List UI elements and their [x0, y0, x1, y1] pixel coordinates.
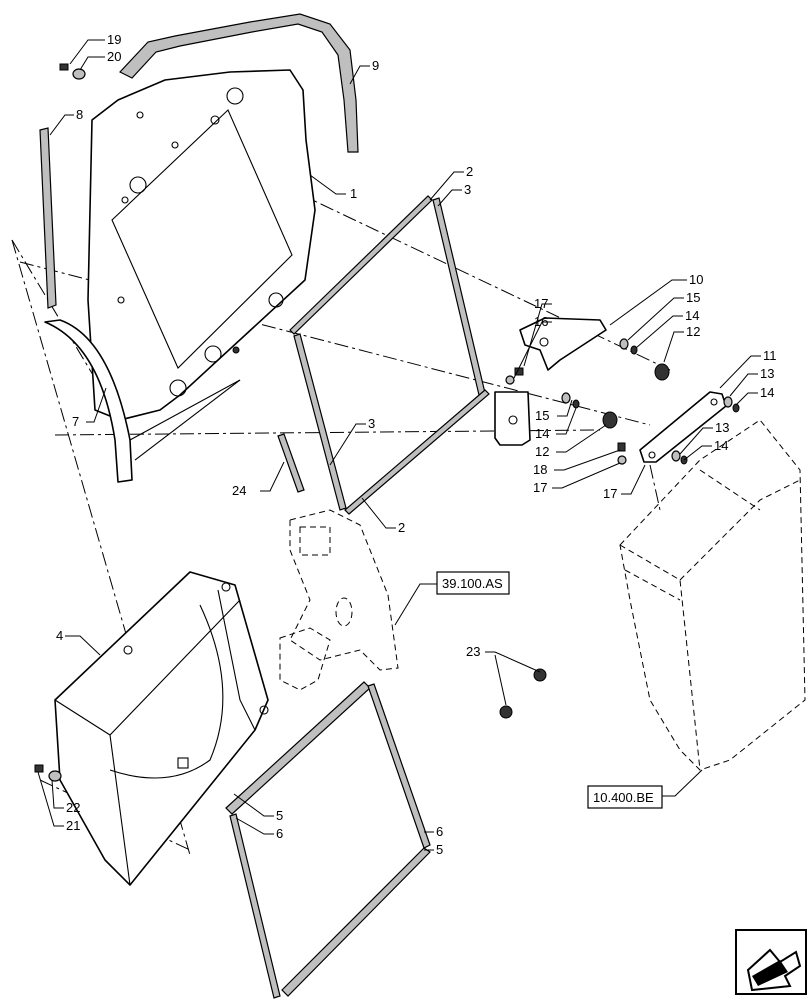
- callout-17-mid: 17: [533, 480, 547, 495]
- callout-18: 18: [533, 462, 547, 477]
- callout-20: 20: [107, 49, 121, 64]
- callout-2-lower: 2: [398, 520, 405, 535]
- callout-11: 11: [763, 348, 777, 363]
- callout-12-mid: 12: [535, 444, 549, 459]
- reference-radiator-label: 10.400.BE: [593, 790, 654, 805]
- washer-20: [72, 68, 86, 80]
- callouts: 19 20 8 9 1 2 3 3 2 7 24 10 15 14 12 11 …: [56, 32, 777, 857]
- callout-15-right: 15: [686, 290, 700, 305]
- callout-9: 9: [372, 58, 379, 73]
- callout-6-left: 6: [276, 826, 283, 841]
- reference-condenser-label: 39.100.AS: [442, 576, 503, 591]
- nut-23a: [533, 668, 547, 682]
- fan-shroud-4: [54, 571, 269, 886]
- condenser-ghost: [279, 509, 399, 691]
- callout-15-mid: 15: [535, 408, 549, 423]
- callout-17-right: 17: [603, 486, 617, 501]
- side-panel-1: [87, 69, 316, 421]
- hardware-small: [505, 338, 740, 465]
- callout-1: 1: [350, 186, 357, 201]
- callout-13-right: 13: [760, 366, 774, 381]
- callout-2-upper: 2: [466, 164, 473, 179]
- callout-21: 21: [66, 818, 80, 833]
- callout-23: 23: [466, 644, 480, 659]
- callout-3-upper: 3: [464, 182, 471, 197]
- callout-5-right: 5: [436, 842, 443, 857]
- callout-16: 16: [534, 314, 548, 329]
- radiator-ghost: [619, 419, 806, 771]
- bolt-21: [34, 764, 44, 773]
- callout-19: 19: [107, 32, 121, 47]
- callout-7: 7: [72, 414, 79, 429]
- callout-3-lower: 3: [368, 416, 375, 431]
- isolator-12b: [602, 411, 618, 429]
- seal-strip-24: [277, 433, 305, 493]
- isolator-12a: [654, 363, 670, 381]
- seal-strips-2-3: [289, 195, 490, 515]
- callout-12-right: 12: [686, 324, 700, 339]
- reference-radiator[interactable]: 10.400.BE: [587, 785, 663, 809]
- callout-13-lower: 13: [715, 420, 729, 435]
- callout-6-right: 6: [436, 824, 443, 839]
- callout-14-mid: 14: [535, 426, 549, 441]
- reference-condenser[interactable]: 39.100.AS: [436, 571, 510, 595]
- bracket-10: [494, 317, 607, 446]
- callout-14-right-upper: 14: [685, 308, 699, 323]
- callout-8: 8: [76, 107, 83, 122]
- callout-14-lower: 14: [714, 438, 728, 453]
- callout-24: 24: [232, 483, 246, 498]
- washer-22: [48, 770, 62, 782]
- callout-17-top: 17: [534, 296, 548, 311]
- next-page-arrow-icon[interactable]: [735, 929, 807, 995]
- callout-5-left: 5: [276, 808, 283, 823]
- bolt-19: [59, 63, 69, 71]
- seal-strip-8: [39, 127, 57, 309]
- callout-10: 10: [689, 272, 703, 287]
- nut-23b: [499, 705, 513, 719]
- callout-14-far-right: 14: [760, 385, 774, 400]
- top-seal-9: [119, 13, 359, 153]
- leader-lines: [37, 39, 761, 851]
- callout-22: 22: [66, 800, 80, 815]
- seal-strips-5-6: [225, 681, 431, 999]
- callout-4: 4: [56, 628, 63, 643]
- curved-trim-7: [44, 319, 241, 483]
